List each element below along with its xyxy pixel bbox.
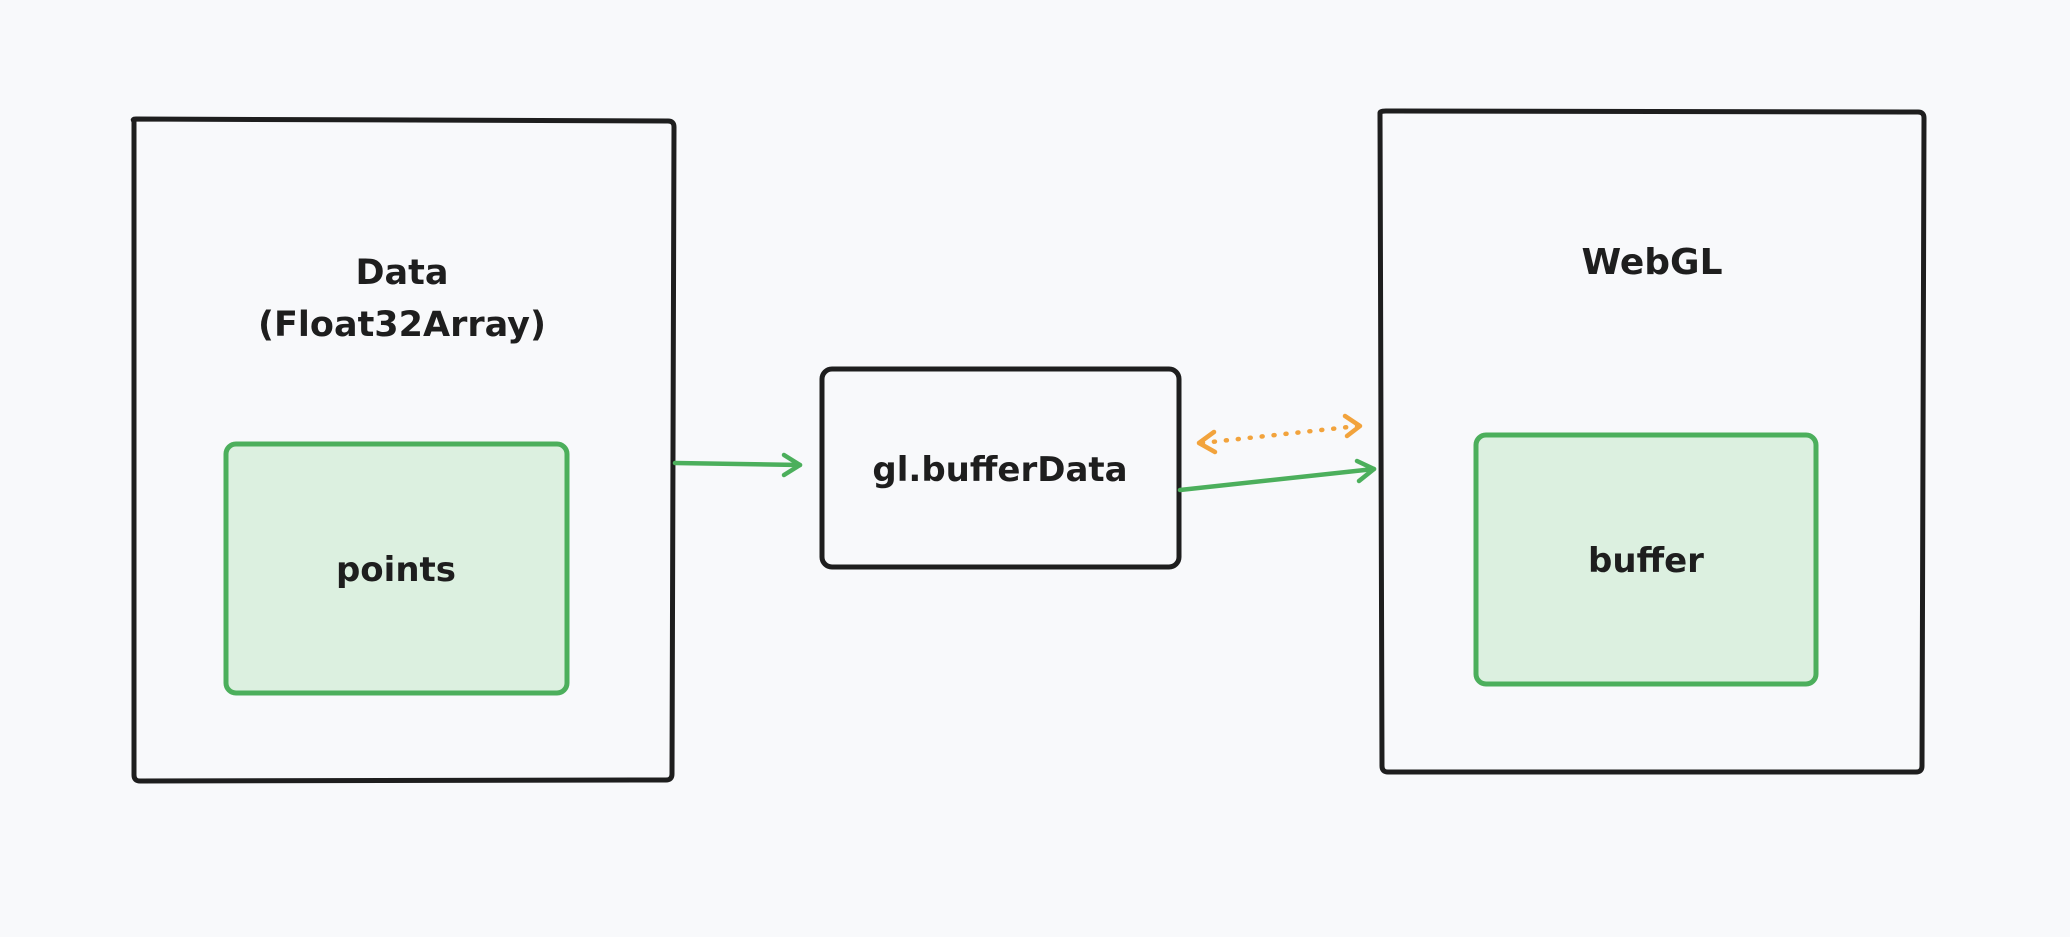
buffer-data-node: gl.bufferData <box>819 366 1182 570</box>
data-container: Data (Float32Array) points <box>130 116 677 784</box>
webgl-title: WebGL <box>1581 242 1722 283</box>
data-title-line1: Data <box>355 253 448 293</box>
dotted-bidirectional-arrow <box>1196 413 1363 455</box>
buffer-data-box <box>819 366 1182 570</box>
arrow-bufferdata-to-webgl <box>1177 458 1377 493</box>
points-label: points <box>336 550 456 590</box>
buffer-data-label: gl.bufferData <box>872 450 1127 490</box>
webgl-container: WebGL buffer <box>1377 108 1927 775</box>
buffer-label: buffer <box>1588 541 1704 581</box>
data-title-line2: (Float32Array) <box>258 305 546 345</box>
buffer-box <box>1473 432 1819 687</box>
data-container-border <box>130 116 677 784</box>
points-box <box>223 441 570 696</box>
webgl-container-border <box>1377 108 1927 775</box>
arrow-data-to-bufferdata <box>672 452 803 478</box>
